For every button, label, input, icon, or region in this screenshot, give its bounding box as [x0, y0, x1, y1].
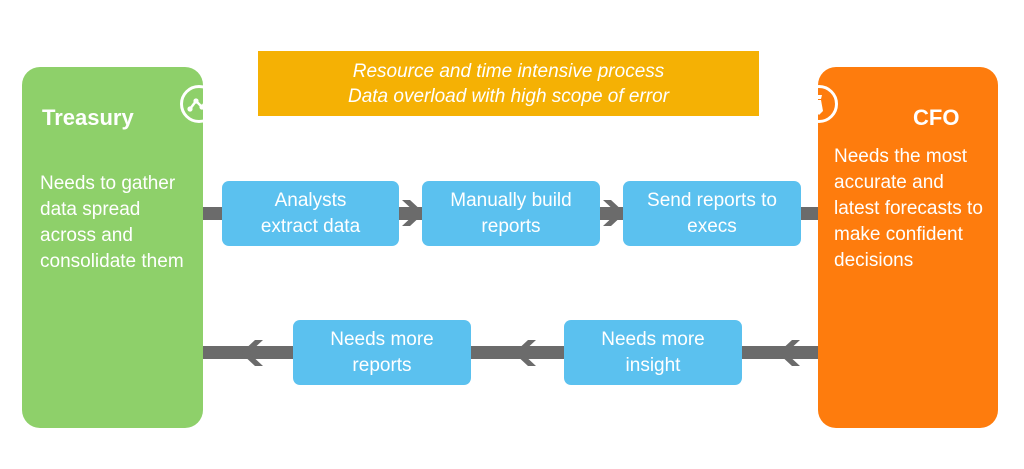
- step-analysts-extract-data: Analysts extract data: [222, 181, 399, 246]
- chevron-left-icon: [774, 338, 804, 368]
- cfo-panel: CFO Needs the most accurate and latest f…: [800, 67, 998, 428]
- treasury-panel: Treasury Needs to gather data spread acr…: [22, 67, 218, 428]
- banner-line-1: Resource and time intensive process: [352, 60, 665, 82]
- banner-line-2: Data overload with high scope of error: [347, 85, 670, 107]
- cfo-description: Needs the most accurate and latest forec…: [834, 146, 983, 271]
- cfo-title: CFO: [913, 105, 960, 130]
- chevron-right-icon: [398, 198, 428, 228]
- step-needs-more-insight: Needs more insight: [564, 320, 742, 385]
- step-needs-more-reports: Needs more reports: [293, 320, 471, 385]
- step-label: Manually build reports: [450, 189, 572, 237]
- process-issues-banner: Resource and time intensive process Data…: [258, 51, 759, 116]
- treasury-description: Needs to gather data spread across and c…: [40, 173, 184, 272]
- step-manually-build-reports: Manually build reports: [422, 181, 600, 246]
- chevron-right-icon: [599, 198, 629, 228]
- step-label: Needs more insight: [601, 328, 705, 376]
- step-label: Send reports to execs: [647, 189, 777, 237]
- step-send-reports-to-execs: Send reports to execs: [623, 181, 801, 246]
- treasury-title: Treasury: [42, 105, 134, 130]
- step-label: Analysts extract data: [260, 189, 361, 237]
- necktie-icon: [800, 85, 838, 123]
- chevron-left-icon: [510, 338, 540, 368]
- chevron-left-icon: [237, 338, 267, 368]
- line-chart-icon: [180, 85, 218, 123]
- step-label: Needs more reports: [330, 328, 434, 376]
